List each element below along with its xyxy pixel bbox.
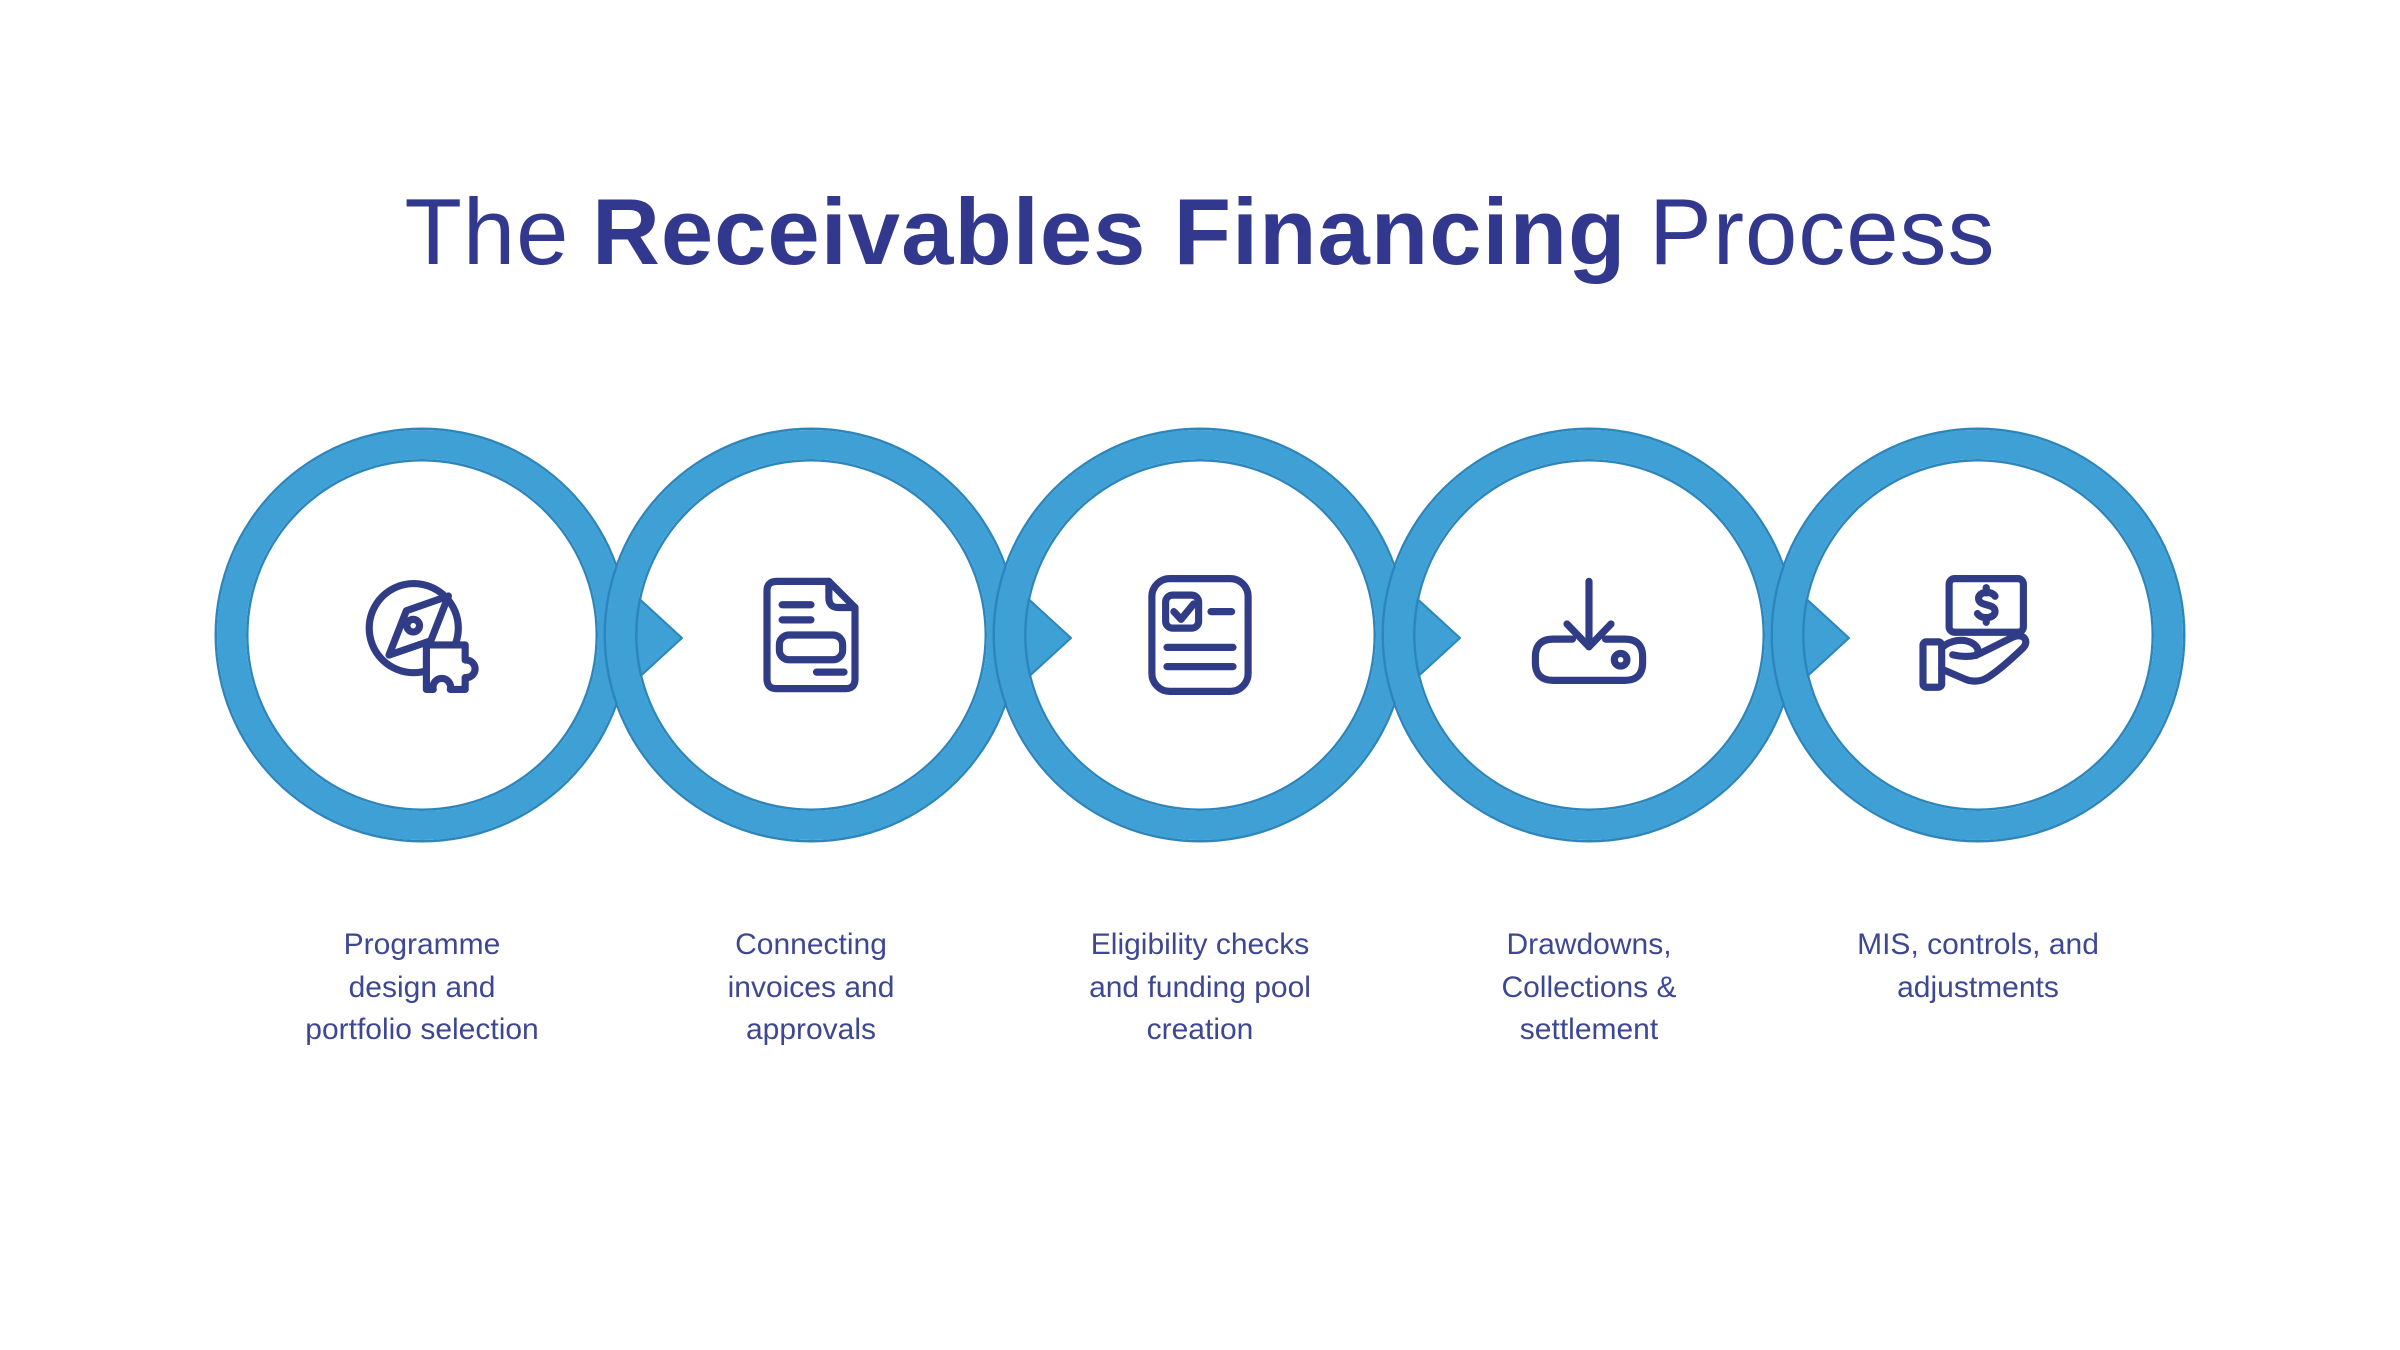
title-suffix: Process: [1649, 179, 1996, 284]
compass-puzzle-icon: [356, 569, 488, 701]
checklist-icon: [1134, 569, 1266, 701]
title-highlight: Receivables Financing: [591, 179, 1627, 284]
step-4: Drawdowns,Collections &settlement: [1384, 430, 1794, 1150]
cash-in-hand-icon: [1912, 569, 2044, 701]
drawdown-tray-icon: [1523, 569, 1655, 701]
step-label: Drawdowns,Collections &settlement: [1501, 928, 1677, 1047]
invoice-document-icon: [745, 569, 877, 701]
title-prefix: The: [404, 179, 570, 284]
